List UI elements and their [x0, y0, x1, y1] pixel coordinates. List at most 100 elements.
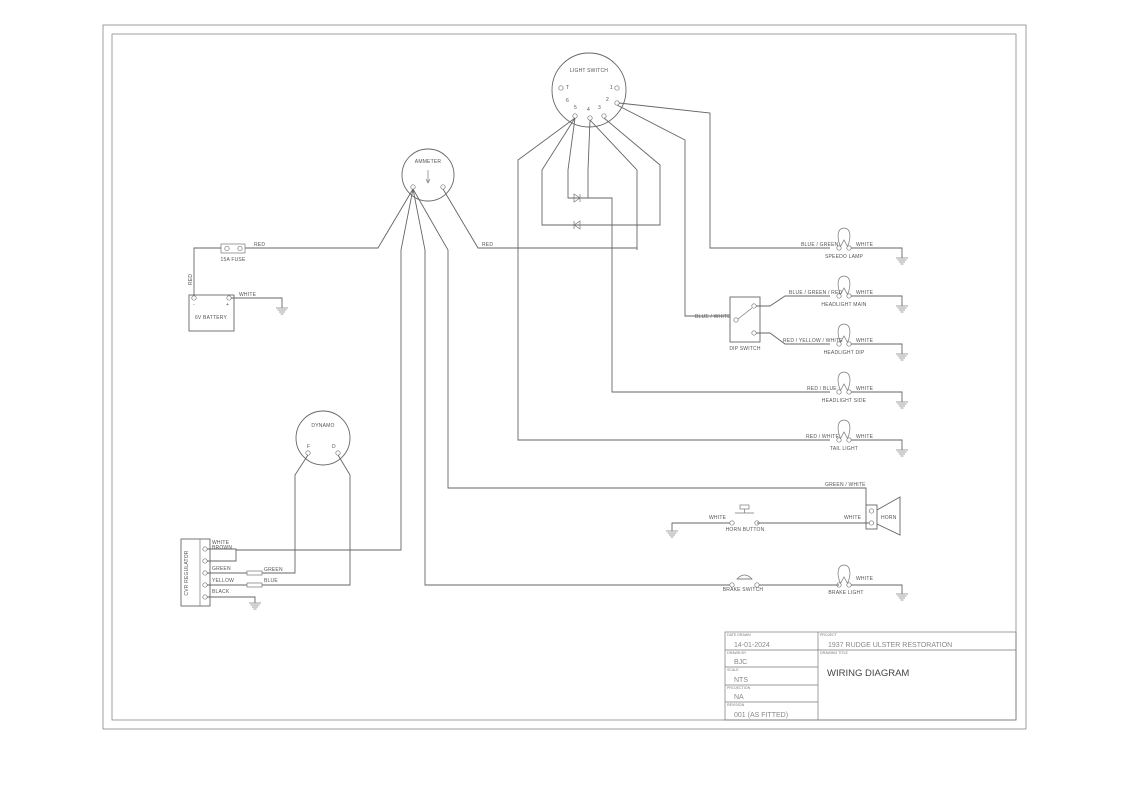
- outer-frame: [102, 24, 1027, 730]
- headlight-dip-in-wire: RED / YELLOW / WHITE: [783, 338, 843, 344]
- project-value: 1937 RUDGE ULSTER RESTORATION: [828, 642, 952, 649]
- regulator: CVR REGULATOR: [180, 538, 211, 607]
- regulator-wiring: WHITE BROWN GREEN GREEN YELLOW BLUE BLAC…: [207, 540, 283, 603]
- headlight-main-label: HEADLIGHT MAIN: [821, 302, 866, 308]
- ammeter-title: AMMETER: [415, 159, 442, 165]
- lamp-headlight-dip: RED / YELLOW / WHITE WHITE HEADLIGHT DIP: [783, 323, 909, 361]
- horn-label: HORN: [881, 515, 897, 521]
- wire-reg-brown: BROWN: [212, 545, 232, 551]
- wire-horn-button-white: WHITE: [709, 515, 727, 521]
- wire-reg-white: WHITE: [212, 540, 230, 546]
- light-switch-title: LIGHT SWITCH: [570, 68, 608, 74]
- wire-reg-yellow: YELLOW: [212, 578, 234, 584]
- lamp-speedo: BLUE / GREEN WHITE SPEEDO LAMP: [801, 227, 909, 265]
- dip-switch-label: DIP SWITCH: [729, 346, 761, 352]
- light-switch: LIGHT SWITCH T 1 6 5 4 3 2: [551, 52, 627, 128]
- headlight-main-in-wire: BLUE / GREEN / RED: [789, 290, 843, 296]
- tail-light-ground-icon: [895, 449, 909, 457]
- revision-value: 001 (AS FITTED): [734, 712, 788, 719]
- brake-switch-label: BRAKE SWITCH: [723, 587, 764, 593]
- brake-switch: BRAKE SWITCH: [723, 574, 764, 593]
- projection-value: NA: [734, 694, 744, 701]
- headlight-main-ground-icon: [895, 305, 909, 313]
- wire-reg-green: GREEN: [212, 566, 231, 572]
- inner-frame: [111, 33, 1017, 721]
- wire-dip-blue-white: BLUE / WHITE: [695, 314, 731, 320]
- wire-reg-blue: BLUE: [264, 578, 278, 584]
- horn-button: HORN BUTTON: [726, 504, 765, 533]
- speedo-out-wire: WHITE: [856, 242, 874, 248]
- regulator-label: CVR REGULATOR: [184, 550, 190, 595]
- date-drawn-value: 14-01-2024: [734, 642, 770, 649]
- projection-label: PROJECTION: [727, 686, 751, 690]
- lamp-headlight-main: BLUE / GREEN / RED WHITE HEADLIGHT MAIN: [789, 275, 909, 313]
- wire-horn-green-white: GREEN / WHITE: [825, 482, 866, 488]
- headlight-side-in-wire: RED / BLUE: [807, 386, 837, 392]
- scale-label: SCALE: [727, 668, 739, 672]
- project-label: PROJECT: [820, 633, 838, 637]
- dip-switch: DIP SWITCH: [729, 296, 761, 352]
- wire-horn-white: WHITE: [844, 515, 862, 521]
- headlight-side-label: HEADLIGHT SIDE: [822, 398, 867, 404]
- brake-light-label: BRAKE LIGHT: [828, 590, 863, 596]
- headlight-side-out-wire: WHITE: [856, 386, 874, 392]
- horn-button-label: HORN BUTTON: [726, 527, 765, 533]
- battery-label: 6V BATTERY: [195, 315, 228, 321]
- ammeter: AMMETER: [401, 148, 455, 202]
- brake-light-ground-icon: [895, 593, 909, 601]
- scale-value: NTS: [734, 677, 748, 684]
- dynamo: DYNAMO F D: [295, 410, 351, 466]
- tail-light-in-wire: RED / WHITE: [806, 434, 839, 440]
- horn-button-ground-icon: [665, 530, 679, 538]
- dynamo-pin-d: D: [332, 444, 336, 450]
- regulator-ground-icon: [248, 602, 262, 610]
- battery-pos: +: [226, 302, 229, 308]
- headlight-dip-ground-icon: [895, 353, 909, 361]
- lamp-tail-light: RED / WHITE WHITE TAIL LIGHT: [806, 419, 909, 457]
- drawing-title-label: DRAWING TITLE: [820, 651, 849, 655]
- dynamo-title: DYNAMO: [311, 423, 334, 429]
- headlight-side-icon: [836, 371, 852, 395]
- light-switch-pin-t: T: [566, 85, 569, 91]
- light-switch-pin-4: 4: [587, 107, 590, 113]
- speedo-in-wire: BLUE / GREEN: [801, 242, 839, 248]
- battery-neg: -: [193, 302, 195, 308]
- headlight-main-out-wire: WHITE: [856, 290, 874, 296]
- light-switch-wiring: [517, 102, 830, 441]
- headlight-dip-label: HEADLIGHT DIP: [824, 350, 865, 356]
- drawn-by-value: BJC: [734, 659, 747, 666]
- tail-light-out-wire: WHITE: [856, 434, 874, 440]
- light-switch-pin-3: 3: [598, 105, 601, 111]
- wire-battery-red: RED: [188, 274, 194, 285]
- light-switch-pin-6: 6: [566, 98, 569, 104]
- headlight-side-ground-icon: [895, 401, 909, 409]
- horn: HORN: [865, 496, 901, 536]
- battery-ground-icon: [275, 307, 289, 315]
- battery: - + 6V BATTERY: [188, 294, 235, 332]
- brake-light-icon: [836, 564, 852, 588]
- tail-light-label: TAIL LIGHT: [830, 446, 858, 452]
- lamp-headlight-side: RED / BLUE WHITE HEADLIGHT SIDE: [807, 371, 909, 409]
- speedo-ground-icon: [895, 257, 909, 265]
- speedo-lamp-label: SPEEDO LAMP: [825, 254, 864, 260]
- wire-reg-green-2: GREEN: [264, 567, 283, 573]
- speedo-lamp-icon: [836, 227, 852, 251]
- drawn-by-label: DRAWN BY: [727, 651, 747, 655]
- drawing-title: WIRING DIAGRAM: [827, 668, 909, 679]
- dynamo-pin-f: F: [307, 444, 310, 450]
- ammeter-wiring: RED: [236, 188, 867, 586]
- lamp-brake-light: WHITE BRAKE LIGHT: [828, 564, 909, 601]
- date-drawn-label: DATE DRAWN: [727, 633, 751, 637]
- wire-ammeter-red: RED: [482, 242, 493, 248]
- light-switch-pin-1: 1: [610, 85, 613, 91]
- title-block: DATE DRAWN 14-01-2024 DRAWN BY BJC SCALE…: [724, 631, 1017, 721]
- light-switch-pin-2: 2: [606, 97, 609, 103]
- wire-battery-white: WHITE: [239, 292, 257, 298]
- fuse-label: 15A FUSE: [221, 257, 246, 263]
- headlight-dip-out-wire: WHITE: [856, 338, 874, 344]
- wire-fuse-red: RED: [254, 242, 265, 248]
- fuse: 15A FUSE: [221, 243, 246, 263]
- revision-label: REVISION: [727, 703, 745, 707]
- brake-light-out-wire: WHITE: [856, 576, 874, 582]
